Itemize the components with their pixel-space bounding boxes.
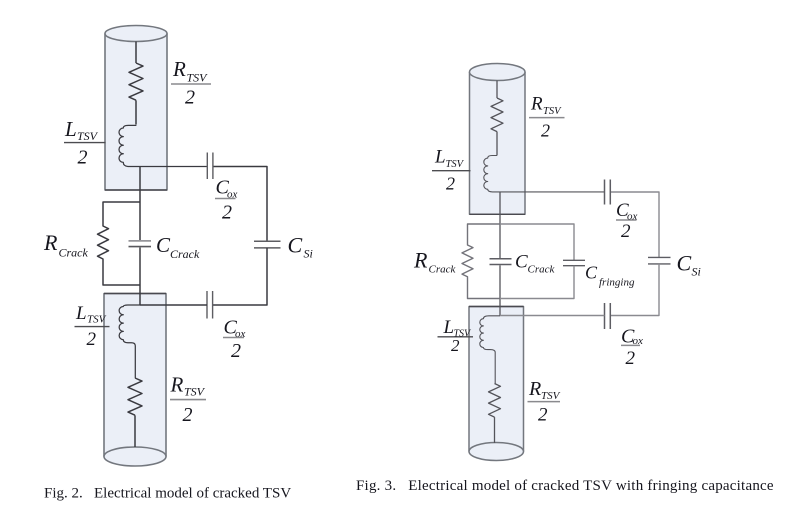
svg-text:Crack: Crack xyxy=(170,247,200,261)
svg-text:2: 2 xyxy=(222,202,232,224)
svg-text:ox: ox xyxy=(633,335,644,347)
svg-text:Fig. 2. Electrical model of: Fig. 2. Electrical model of cracked TSV xyxy=(44,486,291,502)
svg-text:C: C xyxy=(224,317,238,339)
svg-text:Crack: Crack xyxy=(528,264,556,276)
svg-text:C: C xyxy=(621,326,635,348)
svg-text:2: 2 xyxy=(183,404,193,426)
svg-text:TSV: TSV xyxy=(446,159,465,170)
svg-text:Crack: Crack xyxy=(429,264,457,276)
svg-text:TSV: TSV xyxy=(541,390,561,402)
svg-text:L: L xyxy=(443,317,455,338)
svg-text:R: R xyxy=(170,373,184,397)
svg-text:R: R xyxy=(413,248,428,273)
svg-text:TSV: TSV xyxy=(77,129,99,143)
svg-text:C: C xyxy=(156,233,171,257)
svg-text:2: 2 xyxy=(538,405,548,426)
svg-text:TSV: TSV xyxy=(87,314,107,326)
svg-text:2: 2 xyxy=(451,336,460,355)
svg-text:C: C xyxy=(288,233,303,258)
svg-text:Si: Si xyxy=(304,247,313,261)
svg-text:2: 2 xyxy=(78,147,88,169)
svg-text:fringing: fringing xyxy=(599,277,635,289)
svg-text:2: 2 xyxy=(185,87,195,109)
svg-text:2: 2 xyxy=(446,174,455,194)
svg-text:Si: Si xyxy=(692,265,701,279)
svg-text:C: C xyxy=(616,200,629,221)
svg-text:ox: ox xyxy=(627,210,638,222)
svg-text:Fig. 3. Electrical model of: Fig. 3. Electrical model of cracked TSV … xyxy=(356,478,774,494)
svg-text:2: 2 xyxy=(541,121,550,141)
svg-text:TSV: TSV xyxy=(543,106,562,117)
svg-text:C: C xyxy=(677,251,692,276)
svg-text:R: R xyxy=(43,230,58,255)
svg-text:Crack: Crack xyxy=(59,246,89,260)
svg-text:L: L xyxy=(434,147,446,168)
svg-text:C: C xyxy=(216,177,230,199)
svg-text:2: 2 xyxy=(87,329,97,350)
svg-text:2: 2 xyxy=(621,221,631,242)
svg-text:2: 2 xyxy=(626,348,636,369)
svg-text:TSV: TSV xyxy=(454,328,473,339)
svg-text:TSV: TSV xyxy=(187,71,209,85)
svg-text:2: 2 xyxy=(231,340,241,362)
svg-text:TSV: TSV xyxy=(184,385,206,399)
svg-text:C: C xyxy=(515,252,528,273)
svg-text:ox: ox xyxy=(227,189,238,201)
svg-text:L: L xyxy=(75,303,87,324)
svg-text:R: R xyxy=(530,94,543,115)
svg-text:R: R xyxy=(528,378,541,400)
svg-text:C: C xyxy=(585,263,598,283)
svg-text:L: L xyxy=(64,117,77,141)
svg-text:ox: ox xyxy=(235,328,246,340)
svg-text:R: R xyxy=(172,57,186,81)
